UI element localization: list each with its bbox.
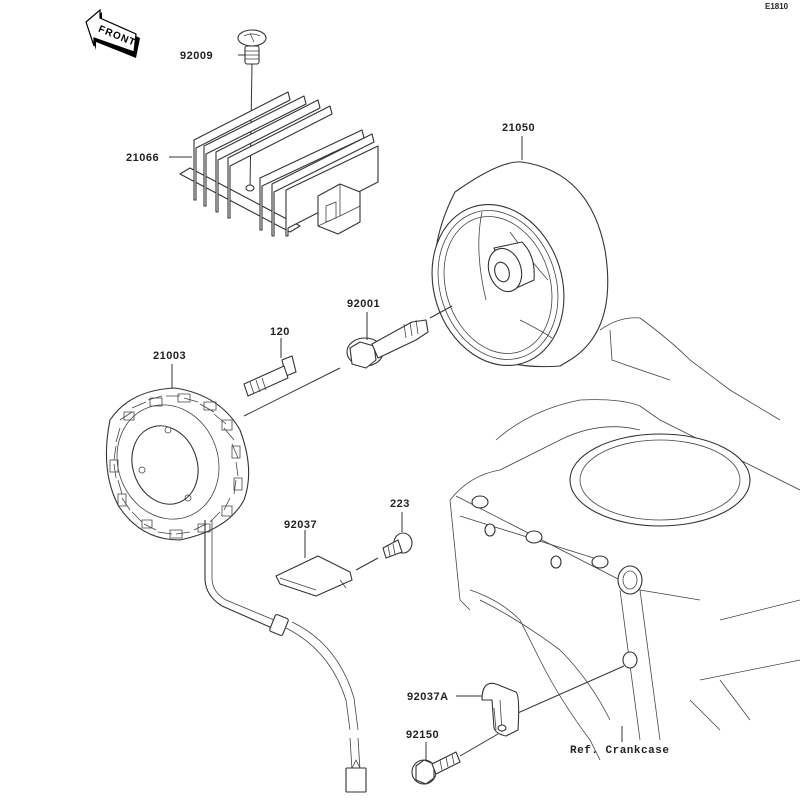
part-21066-regulator[interactable] xyxy=(179,91,379,237)
label-21066: 21066 xyxy=(126,152,159,164)
label-ref-crankcase: Ref. Crankcase xyxy=(570,745,669,757)
label-92037: 92037 xyxy=(284,519,317,531)
part-21003-stator[interactable] xyxy=(101,364,367,793)
part-21050-flywheel[interactable] xyxy=(412,136,609,383)
label-92001: 92001 xyxy=(347,298,380,310)
label-92037A: 92037A xyxy=(407,691,449,703)
label-120: 120 xyxy=(270,326,290,338)
label-92009: 92009 xyxy=(180,50,213,62)
label-92150: 92150 xyxy=(406,729,439,741)
part-92037A-clamp[interactable] xyxy=(456,682,520,737)
label-223: 223 xyxy=(390,498,410,510)
label-21050: 21050 xyxy=(502,122,535,134)
crankcase-reference xyxy=(449,317,800,761)
part-92037-plate[interactable] xyxy=(275,530,353,597)
part-92150-bolt[interactable] xyxy=(411,733,499,785)
front-arrow-icon: FRONT xyxy=(85,8,140,58)
label-21003: 21003 xyxy=(153,350,186,362)
part-120-stator-bolt[interactable] xyxy=(243,338,297,397)
part-223-screw[interactable] xyxy=(355,512,413,571)
part-92001-flange-bolt[interactable] xyxy=(243,305,453,417)
diagram-code: E1810 xyxy=(765,2,789,11)
